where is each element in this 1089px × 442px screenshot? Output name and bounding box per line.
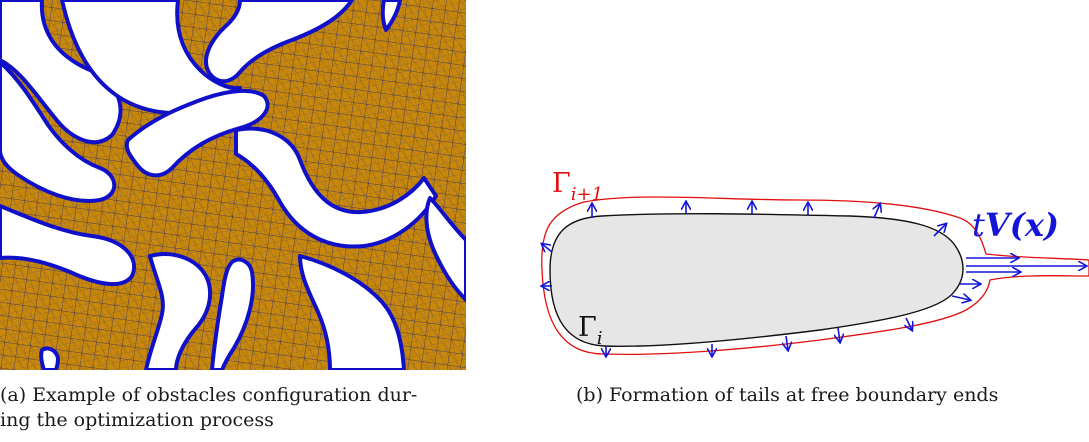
obstacle-bottom-left-notch: [39, 346, 60, 370]
arrow-7: [542, 244, 553, 252]
caption-a-line-2: ing the optimization process: [0, 409, 274, 431]
velocity-arrows: [542, 202, 1086, 356]
label-velocity: tV(x): [972, 206, 1059, 244]
obstacle-right-band: [234, 126, 438, 249]
arrow-6: [933, 224, 946, 237]
obstacle-left-mid: [0, 60, 117, 203]
curve-gamma-i-plus-1: [541, 196, 1089, 356]
obstacle-top-right: [204, 0, 354, 84]
obstacle-right-edge: [424, 196, 466, 302]
arrow-5: [874, 204, 880, 219]
obstacle-bottom-right: [298, 254, 406, 370]
free-boundary-figure: Γi+1 Γi tV(x): [520, 160, 1089, 380]
caption-a-line-1: (a) Example of obstacles configuration d…: [0, 384, 418, 406]
label-gamma-i-plus-1: Γi+1: [552, 168, 603, 205]
obstacle-top-notch: [380, 0, 402, 32]
arrow-12: [838, 327, 840, 342]
mesh-svg: [0, 0, 466, 370]
obstacle-bottom-center: [144, 252, 213, 370]
mesh-figure: [0, 0, 466, 370]
arrow-14: [951, 296, 970, 300]
obstacle-left-low: [0, 204, 136, 287]
free-boundary-svg: Γi+1 Γi tV(x): [520, 168, 1089, 380]
caption-panel-b: (b) Formation of tails at free boundary …: [576, 384, 999, 406]
obstacle-bottom-sliver: [210, 257, 256, 370]
obstacles: [0, 0, 466, 370]
arrow-13: [906, 317, 912, 330]
label-gamma-i: Γi: [578, 312, 603, 349]
caption-panel-a: (a) Example of obstacles configuration d…: [0, 383, 466, 433]
obstacle-top-left: [0, 0, 123, 145]
arrow-11: [786, 335, 788, 350]
shape-gamma-i: [549, 212, 964, 347]
